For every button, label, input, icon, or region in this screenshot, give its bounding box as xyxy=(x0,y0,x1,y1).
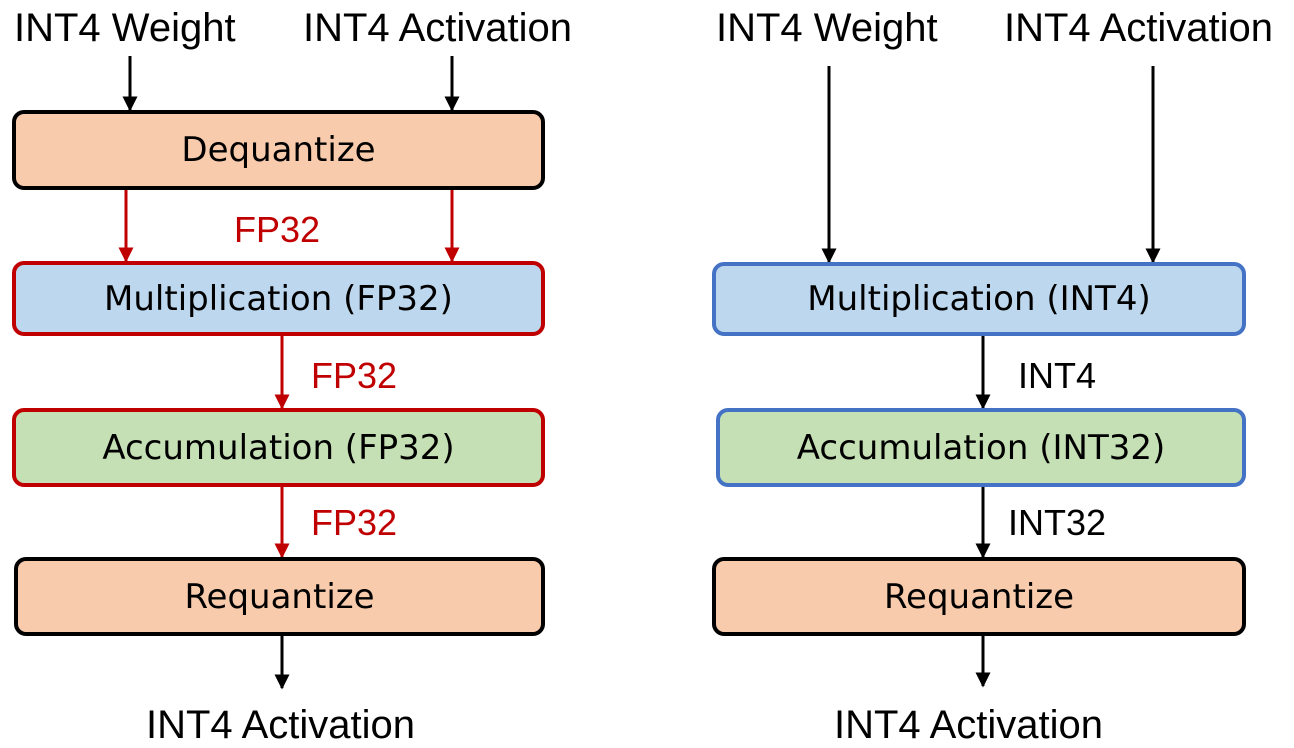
left-dtype-dequant-label: FP32 xyxy=(234,209,321,250)
left-accumulation-box: Accumulation (FP32) xyxy=(12,408,545,487)
right-multiplication-label: Multiplication (INT4) xyxy=(807,279,1151,319)
left-input-weight-label: INT4 Weight xyxy=(14,6,236,50)
left-input-activation-label: INT4 Activation xyxy=(303,6,573,50)
left-dtype-accum-label: FP32 xyxy=(311,502,398,543)
right-multiplication-box: Multiplication (INT4) xyxy=(712,262,1246,336)
left-accumulation-label: Accumulation (FP32) xyxy=(102,427,455,468)
right-requantize-label: Requantize xyxy=(883,576,1075,617)
left-multiplication-label: Multiplication (FP32) xyxy=(104,278,453,319)
left-requantize-label: Requantize xyxy=(184,576,375,617)
right-input-weight-label: INT4 Weight xyxy=(716,6,938,50)
left-dequantize-box: Dequantize xyxy=(12,110,545,190)
right-output-label: INT4 Activation xyxy=(834,703,1104,747)
right-accumulation-box: Accumulation (INT32) xyxy=(716,408,1246,487)
right-dtype-mult-label: INT4 xyxy=(1018,355,1097,396)
right-accumulation-label: Accumulation (INT32) xyxy=(796,427,1166,468)
right-requantize-box: Requantize xyxy=(712,557,1246,636)
left-dequantize-label: Dequantize xyxy=(181,130,376,170)
right-dtype-accum-label: INT32 xyxy=(1008,502,1107,543)
left-multiplication-box: Multiplication (FP32) xyxy=(12,261,545,336)
right-input-activation-label: INT4 Activation xyxy=(1004,6,1274,50)
left-dtype-mult-label: FP32 xyxy=(311,355,398,396)
left-output-label: INT4 Activation xyxy=(146,703,416,747)
left-requantize-box: Requantize xyxy=(14,557,545,636)
